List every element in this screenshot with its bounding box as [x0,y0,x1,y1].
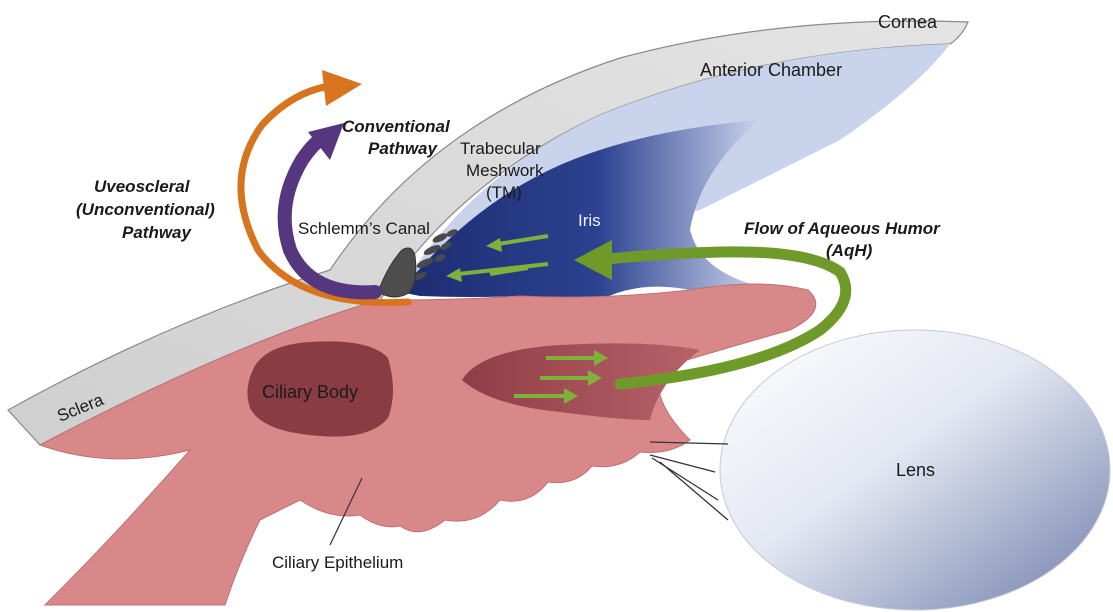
flow-aqueous-humor-label-1: Flow of Aqueous Humor [744,219,941,238]
lens-label: Lens [896,460,935,480]
uveoscleral-pathway-label-2: (Unconventional) [76,200,215,219]
trabecular-meshwork-label-2: Meshwork [466,161,544,180]
ciliary-epithelium-label: Ciliary Epithelium [272,553,403,572]
trabecular-meshwork-label-3: (TM) [486,183,522,202]
uveoscleral-pathway-label-1: Uveoscleral [94,177,191,196]
ciliary-body-label: Ciliary Body [262,382,358,402]
cornea-label: Cornea [878,12,938,32]
trabecular-meshwork-label-1: Trabecular [460,139,541,158]
flow-aqueous-humor-label-2: (AqH) [826,241,873,260]
conventional-pathway-label-2: Pathway [368,139,439,158]
anterior-chamber-label: Anterior Chamber [700,60,842,80]
uveoscleral-pathway-label-3: Pathway [122,223,193,242]
iris-label: Iris [578,211,601,230]
conventional-pathway-label-1: Conventional [342,117,451,136]
zonule-fibers [650,442,728,520]
ciliary-body-tissue [40,284,816,605]
schlemms-canal-label: Schlemm’s Canal [298,219,430,238]
